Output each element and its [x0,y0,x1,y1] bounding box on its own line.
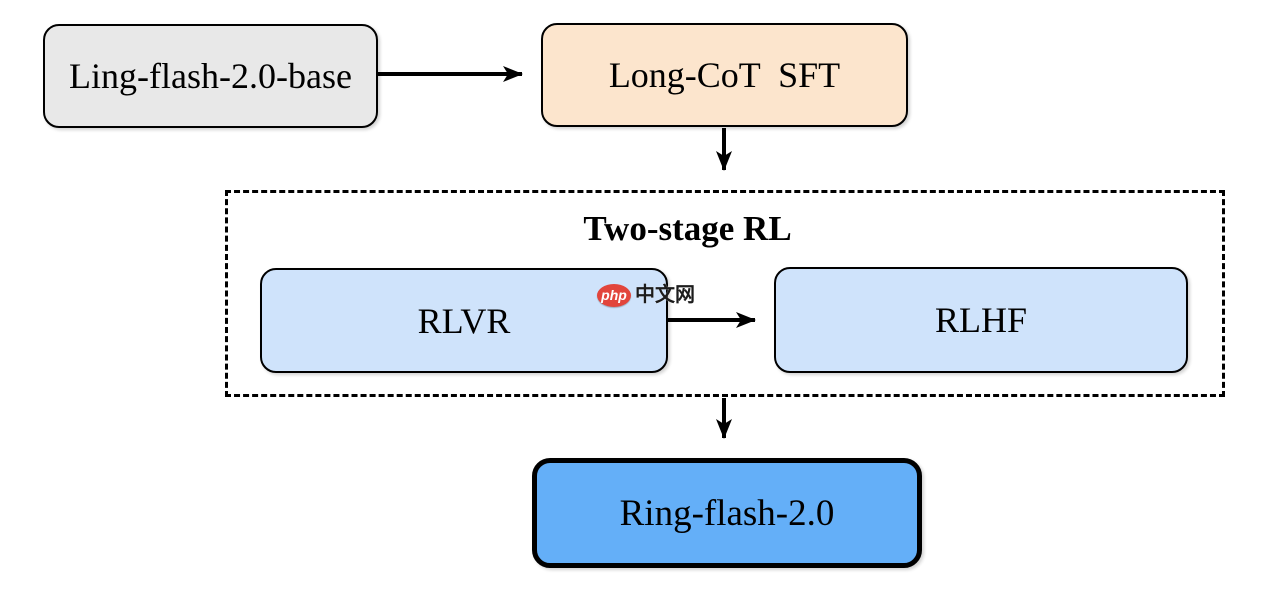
node-rlhf-label: RLHF [934,300,1028,340]
node-long-cot-sft: Long-CoT SFT [541,23,908,127]
group-title: Two-stage RL [583,209,792,248]
watermark-site-text: 中文网 [635,284,695,306]
node-rlhf: RLHF [774,267,1188,373]
node-ling-flash-base: Ling-flash-2.0-base [43,24,378,128]
node-rlvr-label: RLVR [417,300,511,341]
php-logo-icon: php [597,283,631,307]
watermark: php 中文网 [597,283,695,307]
node-ring-flash-label: Ring-flash-2.0 [619,492,835,534]
two-stage-rl-group: Two-stage RL [225,190,1225,397]
node-rlvr: RLVR [260,268,668,373]
node-ring-flash: Ring-flash-2.0 [532,458,922,568]
node-long-cot-sft-label: Long-CoT SFT [608,55,841,95]
node-ling-flash-base-label: Ling-flash-2.0-base [69,56,352,96]
